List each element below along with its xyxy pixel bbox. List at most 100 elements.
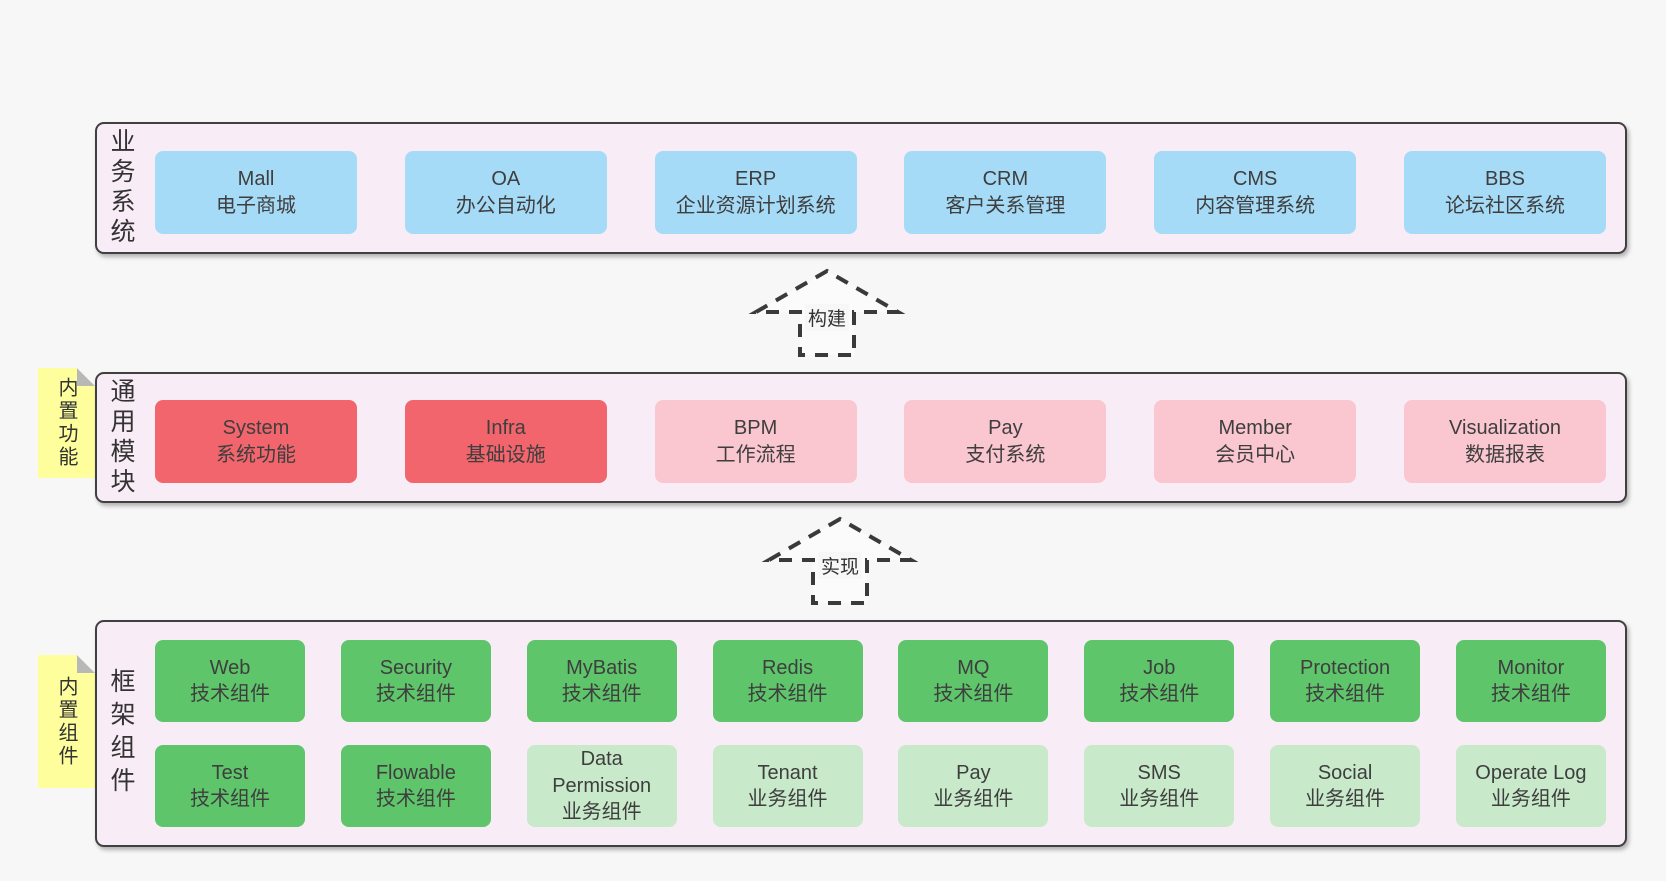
box-name: Security — [379, 656, 452, 679]
box-desc: 技术组件 — [190, 683, 270, 705]
box-name: Social — [1317, 761, 1373, 784]
sticky-note-built-in-features: 内置功能 — [38, 368, 95, 478]
section-framework-components-label: 框架组件 — [107, 667, 135, 800]
box-name: Web — [209, 656, 251, 679]
box-name: SMS — [1137, 761, 1181, 784]
box-protection: Protection 技术组件 — [1270, 640, 1421, 722]
box-name: Test — [211, 761, 249, 784]
box-name: ERP — [735, 168, 777, 191]
box-name: Monitor — [1497, 656, 1565, 679]
box-name: BBS — [1484, 168, 1525, 191]
box-mall: Mall 电子商城 — [155, 151, 357, 234]
framework-components-row-1: Web 技术组件 Security 技术组件 MyBatis 技术组件 Redi… — [155, 640, 1606, 722]
business-systems-row: Mall 电子商城 OA 办公自动化 ERP 企业资源计划系统 CRM 客户关系… — [155, 151, 1606, 234]
box-visualization: Visualization 数据报表 — [1403, 400, 1606, 483]
box-desc: 基础设施 — [465, 443, 546, 466]
box-test: Test 技术组件 — [155, 745, 305, 827]
box-redis: Redis 技术组件 — [712, 640, 863, 722]
box-sms: SMS 业务组件 — [1084, 745, 1235, 827]
implement-arrow: 实现 — [761, 516, 919, 605]
box-erp: ERP 企业资源计划系统 — [654, 151, 857, 234]
box-desc: 业务组件 — [561, 801, 642, 824]
box-desc: 论坛社区系统 — [1444, 194, 1565, 217]
box-operate-log: Operate Log 业务组件 — [1455, 745, 1606, 827]
box-data-permission: Data Permission 业务组件 — [526, 745, 677, 827]
box-name: Visualization — [1449, 417, 1561, 440]
box-desc: 支付系统 — [965, 443, 1046, 466]
section-business-systems-label: 业务系统 — [107, 128, 135, 248]
box-name: Infra — [485, 417, 526, 440]
box-oa: OA 办公自动化 — [404, 151, 607, 234]
build-arrow-label: 构建 — [804, 304, 850, 331]
box-desc: 技术组件 — [561, 683, 642, 705]
box-crm: CRM 客户关系管理 — [904, 151, 1107, 234]
box-mq: MQ 技术组件 — [898, 640, 1049, 722]
box-desc: 业务组件 — [747, 788, 828, 810]
box-name: Flowable — [375, 761, 456, 784]
sticky-note-label: 内置功能 — [55, 377, 77, 469]
box-name: CMS — [1232, 168, 1278, 191]
box-desc: 数据报表 — [1464, 443, 1545, 466]
section-framework-components: 框架组件 Web 技术组件 Security 技术组件 MyBatis 技术组件… — [95, 620, 1627, 847]
common-modules-row: System 系统功能 Infra 基础设施 BPM 工作流程 Pay 支付系统… — [155, 400, 1606, 483]
box-name: BPM — [733, 417, 778, 440]
box-desc: 业务组件 — [1119, 788, 1200, 810]
box-desc: 办公自动化 — [455, 194, 556, 217]
box-desc: 工作流程 — [715, 443, 796, 466]
box-name: Redis — [761, 656, 814, 679]
framework-components-row-2: Test 技术组件 Flowable 技术组件 Data Permission … — [155, 745, 1606, 827]
box-name: MQ — [957, 656, 990, 679]
box-security: Security 技术组件 — [340, 640, 491, 722]
box-pay-system: Pay 支付系统 — [904, 400, 1107, 483]
sticky-note-built-in-components: 内置组件 — [38, 655, 95, 788]
box-desc: 系统功能 — [216, 443, 296, 466]
box-name: Member — [1218, 417, 1292, 440]
box-name: System — [222, 417, 290, 440]
box-desc: 企业资源计划系统 — [675, 194, 836, 217]
box-name: Pay — [956, 761, 991, 784]
box-name: Data Permission — [552, 748, 652, 797]
box-pay-component: Pay 业务组件 — [898, 745, 1049, 827]
folded-corner-icon — [77, 655, 95, 673]
box-desc: 内容管理系统 — [1195, 194, 1316, 217]
box-desc: 技术组件 — [1305, 683, 1386, 705]
box-web: Web 技术组件 — [155, 640, 305, 722]
folded-corner-icon — [77, 368, 95, 386]
box-desc: 技术组件 — [375, 683, 456, 705]
box-desc: 技术组件 — [933, 683, 1014, 705]
box-name: MyBatis — [566, 656, 638, 679]
box-system: System 系统功能 — [155, 400, 357, 483]
box-bbs: BBS 论坛社区系统 — [1403, 151, 1606, 234]
box-name: Pay — [988, 417, 1023, 440]
box-desc: 业务组件 — [1490, 788, 1571, 810]
sticky-note-label: 内置组件 — [55, 675, 77, 768]
box-desc: 技术组件 — [1490, 683, 1571, 705]
box-desc: 技术组件 — [190, 788, 270, 810]
build-arrow: 构建 — [748, 268, 906, 358]
implement-arrow-label: 实现 — [817, 552, 863, 579]
box-desc: 业务组件 — [1305, 788, 1386, 810]
box-name: Protection — [1300, 656, 1391, 679]
box-name: OA — [491, 168, 521, 191]
box-monitor: Monitor 技术组件 — [1455, 640, 1606, 722]
box-flowable: Flowable 技术组件 — [340, 745, 491, 827]
box-tenant: Tenant 业务组件 — [712, 745, 863, 827]
box-social: Social 业务组件 — [1270, 745, 1421, 827]
box-cms: CMS 内容管理系统 — [1154, 151, 1357, 234]
section-common-modules-label: 通用模块 — [107, 377, 135, 498]
box-name: Tenant — [757, 761, 818, 784]
box-desc: 技术组件 — [375, 788, 456, 810]
section-common-modules: 通用模块 System 系统功能 Infra 基础设施 BPM 工作流程 Pay… — [95, 372, 1627, 503]
box-name: Mall — [237, 168, 275, 191]
box-member: Member 会员中心 — [1154, 400, 1357, 483]
box-desc: 技术组件 — [1119, 683, 1200, 705]
section-business-systems: 业务系统 Mall 电子商城 OA 办公自动化 ERP 企业资源计划系统 CRM… — [95, 122, 1627, 254]
box-bpm: BPM 工作流程 — [654, 400, 857, 483]
box-name: Operate Log — [1475, 761, 1587, 784]
box-job: Job 技术组件 — [1084, 640, 1235, 722]
box-desc: 电子商城 — [216, 194, 296, 217]
box-mybatis: MyBatis 技术组件 — [526, 640, 677, 722]
box-name: CRM — [982, 168, 1029, 191]
box-desc: 技术组件 — [747, 683, 828, 705]
